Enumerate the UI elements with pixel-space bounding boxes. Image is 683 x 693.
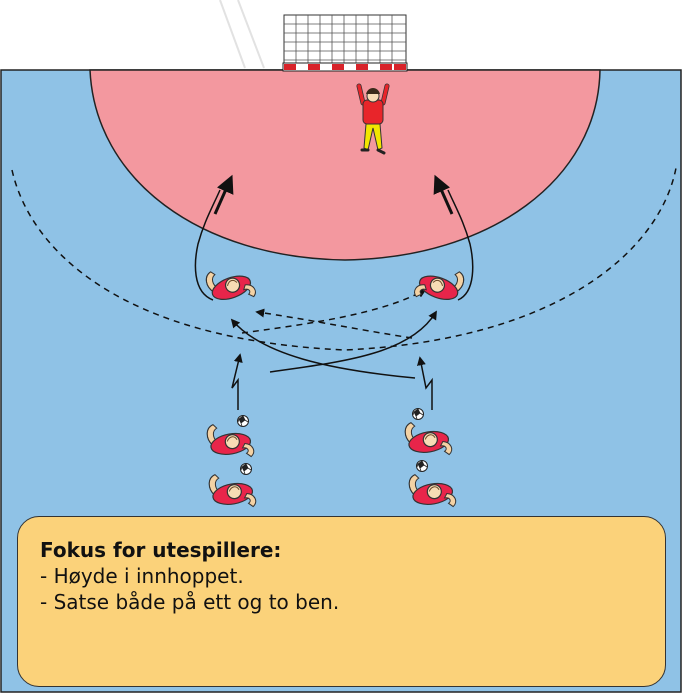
zigzag-arrow-right bbox=[416, 356, 433, 410]
goal-net-icon bbox=[283, 14, 407, 69]
goal-area bbox=[89, 69, 601, 261]
run-arrow-right bbox=[433, 174, 454, 215]
background-line bbox=[219, 0, 246, 69]
ball-icon bbox=[412, 408, 424, 420]
run-path-right bbox=[447, 189, 474, 301]
focus-info-box: Fokus for utespillere: - Høyde i innhopp… bbox=[17, 516, 666, 687]
zigzag-arrow-left bbox=[231, 353, 243, 410]
pass-arrow-dashed-left bbox=[255, 308, 413, 339]
pass-arrow-dashed-right bbox=[241, 289, 427, 334]
ball-icon bbox=[416, 460, 428, 472]
run-path-left bbox=[194, 189, 221, 301]
goal-line-posts bbox=[282, 62, 408, 72]
ball-icon bbox=[237, 415, 249, 427]
ball-icon bbox=[240, 463, 252, 475]
focus-line-1: - Høyde i innhoppet. bbox=[40, 564, 244, 588]
run-arrow-left bbox=[213, 174, 234, 215]
focus-line-2: - Satse både på ett og to ben. bbox=[40, 590, 340, 614]
focus-title: Fokus for utespillere: bbox=[40, 538, 282, 562]
background-line bbox=[237, 0, 265, 69]
free-throw-line bbox=[11, 167, 677, 351]
pass-arrow-solid-right bbox=[269, 310, 437, 373]
goalkeeper-icon bbox=[356, 83, 390, 155]
